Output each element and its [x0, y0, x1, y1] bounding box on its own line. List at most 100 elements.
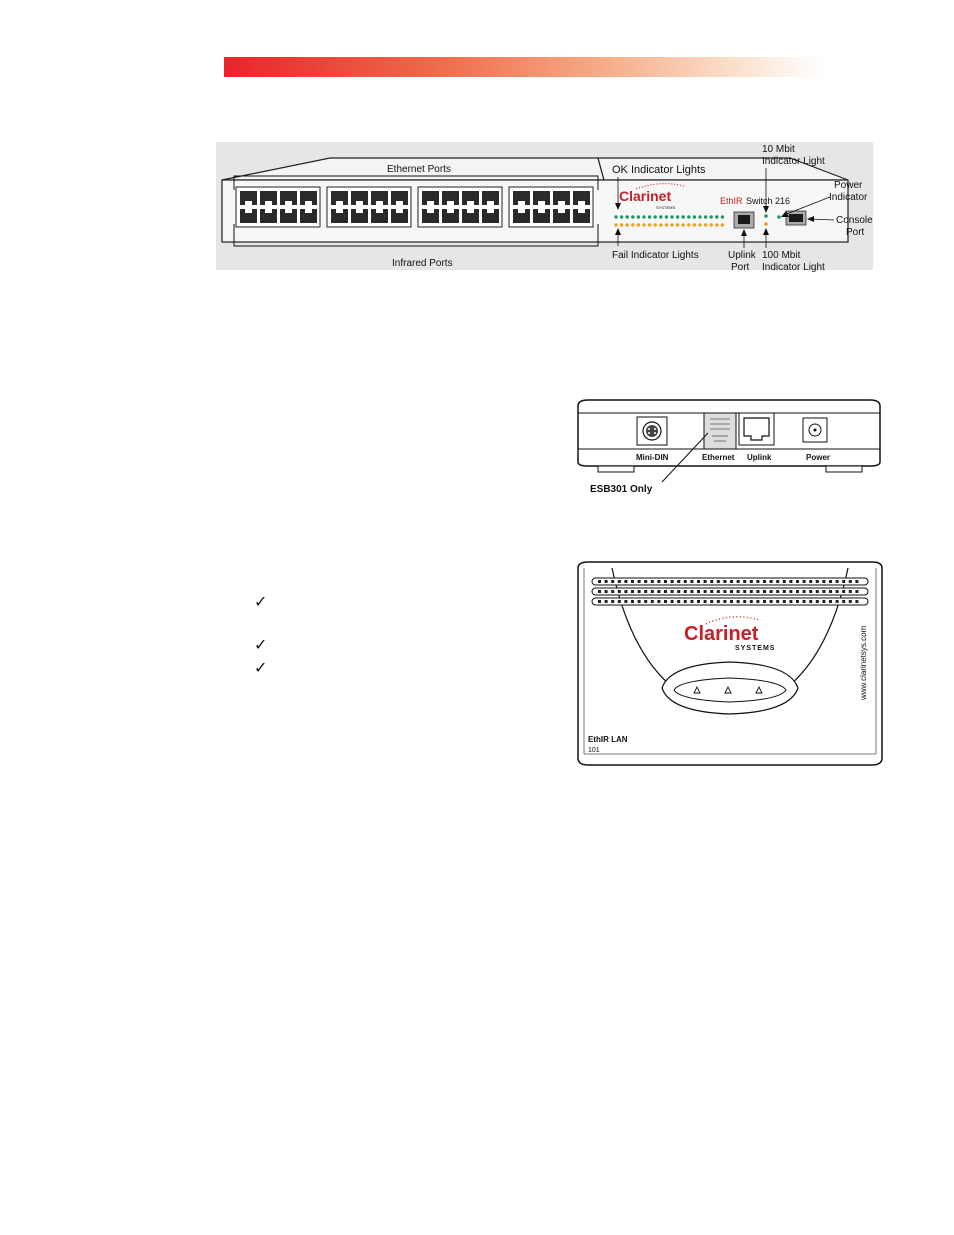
ethir-lan-101-diagram: Clarinet SYSTEMS www.clarinetsys.com Eth…: [577, 561, 883, 766]
infrared-bracket: [233, 224, 599, 247]
power-label: Power: [806, 453, 830, 462]
ok-led: [659, 215, 663, 219]
port-jack: [553, 209, 570, 223]
ethernet-port: [703, 412, 737, 450]
port-jack: [533, 209, 550, 223]
port-jack: [422, 191, 439, 205]
port-jack: [240, 209, 257, 223]
uplink-port-label-line1: Uplink: [728, 250, 757, 261]
ok-led: [670, 215, 674, 219]
ok-led: [675, 215, 680, 219]
fail-led: [636, 223, 641, 227]
port-jack: [391, 209, 408, 223]
led-10mbit: [764, 214, 768, 218]
ethernet-ports-label: Ethernet Ports: [387, 164, 451, 175]
indicator-led-rows: [614, 215, 725, 227]
100mbit-label-line2: Indicator Light: [762, 262, 825, 273]
uplink-port: [733, 211, 755, 229]
ok-led: [647, 215, 652, 219]
ok-led: [625, 215, 629, 219]
fail-led: [642, 223, 646, 227]
10mbit-label-line2: Indicator Light: [762, 156, 825, 167]
10mbit-label-line1: 10 Mbit: [762, 144, 795, 155]
model-brand: EthIR: [720, 196, 743, 206]
ok-lights-label: OK Indicator Lights: [612, 164, 706, 176]
mini-din-label: Mini-DIN: [636, 453, 669, 462]
port-jack: [422, 209, 439, 223]
clarinet-logo: Clarinet: [619, 188, 671, 204]
fail-led: [675, 223, 680, 227]
port-jack: [260, 191, 277, 205]
port-jack: [442, 209, 459, 223]
front-logo-swoosh: [705, 616, 761, 625]
esb-callout-line: [661, 432, 709, 483]
fail-led: [631, 223, 635, 227]
ok-led: [636, 215, 641, 219]
fail-led: [681, 223, 685, 227]
fail-led: [659, 223, 663, 227]
console-port-label-line2: Port: [846, 227, 865, 238]
uplink-rj45-port: [738, 412, 775, 446]
device-body: [577, 561, 883, 766]
ok-led: [703, 215, 708, 219]
infrared-ports-label: Infrared Ports: [392, 258, 453, 269]
fail-led: [703, 223, 708, 227]
checkmark-2: ✓: [254, 635, 268, 654]
port-jack: [482, 191, 499, 205]
port-jack: [300, 209, 317, 223]
port-jack: [533, 191, 550, 205]
uplink-label: Uplink: [747, 453, 772, 462]
mini-din-port: [636, 416, 668, 446]
port-jack: [482, 209, 499, 223]
console-port-label-line1: Console: [836, 215, 873, 226]
ok-led: [720, 215, 725, 219]
port-jack: [260, 209, 277, 223]
model-label-line2: 101: [588, 747, 600, 754]
header-gradient-bar: [224, 57, 824, 77]
ok-led: [687, 215, 691, 219]
rear-panel-diagram: Mini-DIN Ethernet Uplink Power ESB301 On…: [577, 399, 881, 495]
fail-led: [720, 223, 725, 227]
port-block-2: [326, 186, 412, 228]
switch-216-diagram: Ethernet Ports Infrared Ports Clarinet S…: [216, 142, 873, 273]
fail-led: [619, 223, 624, 227]
ok-led: [692, 215, 697, 219]
ok-led: [642, 215, 646, 219]
port-jack: [280, 191, 297, 205]
ok-led: [664, 215, 669, 219]
port-jack: [513, 191, 530, 205]
front-clarinet-logo: Clarinet: [684, 623, 759, 645]
vent-row: [591, 597, 869, 606]
port-jack: [553, 191, 570, 205]
console-port: [785, 210, 807, 226]
fail-led: [715, 223, 719, 227]
port-jack: [371, 191, 388, 205]
esb301-only-label: ESB301 Only: [590, 484, 653, 495]
fail-led: [614, 223, 618, 227]
port-jack: [351, 191, 368, 205]
port-jack: [371, 209, 388, 223]
port-jack: [331, 209, 348, 223]
port-jack: [240, 191, 257, 205]
ethernet-label: Ethernet: [702, 453, 735, 462]
port-jack: [513, 209, 530, 223]
ok-led: [631, 215, 635, 219]
power-jack: [802, 417, 828, 443]
ok-led: [681, 215, 685, 219]
port-jack: [573, 209, 590, 223]
fail-led: [647, 223, 652, 227]
fail-led: [664, 223, 669, 227]
ethernet-bracket: [233, 175, 599, 190]
ok-led: [715, 215, 719, 219]
port-jack: [391, 191, 408, 205]
port-jack: [351, 209, 368, 223]
checkmark-3: ✓: [254, 658, 268, 677]
logo-swoosh: [635, 183, 685, 190]
port-block-4: [508, 186, 594, 228]
port-blocks: [235, 186, 594, 228]
power-indicator-label-line1: Power: [834, 180, 863, 191]
ok-led: [709, 215, 713, 219]
port-jack: [280, 209, 297, 223]
fail-led: [698, 223, 702, 227]
website-text: www.clarinetsys.com: [859, 625, 868, 701]
